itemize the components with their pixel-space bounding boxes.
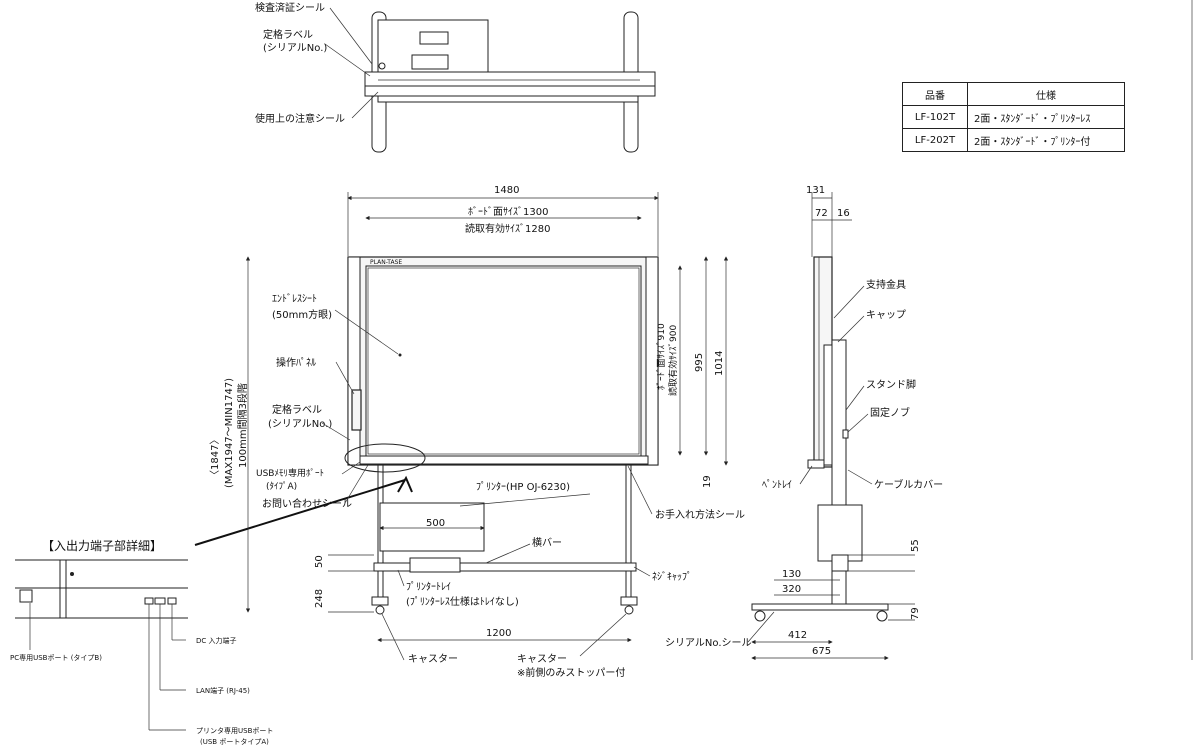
control-panel-label: 操作ﾊﾟﾈﾙ <box>276 356 316 369</box>
dim-995: 995 <box>694 353 705 372</box>
dim-board-h: ﾎﾞｰﾄﾞ面ｻｲｽﾞ910 <box>656 323 667 390</box>
detail-panel <box>15 559 188 619</box>
caster-front-label-2: ※前側のみストッパー付 <box>517 666 625 679</box>
dim-height-2: (MAX1947〜MIN1747) <box>224 378 235 488</box>
printer-tray-label-1: ﾌﾟﾘﾝﾀｰﾄﾚｲ <box>406 581 451 593</box>
dc-input-label: DC 入力端子 <box>196 636 237 645</box>
caster-front-label-1: キャスター <box>517 653 567 665</box>
front-rating-label-2: (シリアルNo.) <box>268 419 332 430</box>
dim-1014: 1014 <box>714 351 725 376</box>
front-rating-label-1: 定格ラベル <box>272 403 322 416</box>
top-inspection-seal-label: 検査済証シール <box>255 1 325 14</box>
dim-read-h: 読取有効ｻｲｽﾞ900 <box>667 325 679 396</box>
screw-cap-label: ﾈｼﾞｷｬｯﾌﾟ <box>652 571 692 583</box>
support-bracket-label: 支持金具 <box>866 278 906 291</box>
serial-seal-label: シリアルNo.シール <box>665 638 752 649</box>
care-seal-label: お手入れ方法シール <box>655 508 745 521</box>
endless-sheet-label: ｴﾝﾄﾞﾚｽｼｰﾄ <box>272 293 317 305</box>
detail-leader <box>194 479 406 546</box>
inquiry-seal-label: お問い合わせシール <box>262 497 352 510</box>
spec-model: LF-102T <box>902 105 968 129</box>
spec-desc: 2面・ｽﾀﾝﾀﾞｰﾄﾞ・ﾌﾟﾘﾝﾀｰ付 <box>967 128 1125 152</box>
cable-cover-label: ケーブルカバー <box>874 478 943 491</box>
dim-248: 248 <box>314 589 325 608</box>
front-view <box>194 256 659 615</box>
dim-72: 72 <box>815 208 828 219</box>
spec-table: 品番 仕様 LF-102T 2面・ｽﾀﾝﾀﾞｰﾄﾞ・ﾌﾟﾘﾝﾀｰﾚｽ LF-20… <box>902 82 1125 152</box>
lan-label: LAN端子 (RJ-45) <box>196 686 250 695</box>
leader-line <box>329 7 373 65</box>
top-view <box>364 11 656 153</box>
dim-320: 320 <box>782 584 801 595</box>
usb-memory-label-1: USBﾒﾓﾘ専用ﾎﾟｰﾄ <box>256 467 324 479</box>
top-caution-seal-label: 使用上の注意シール <box>255 112 345 125</box>
pen-tray-label: ﾍﾟﾝﾄﾚｲ <box>762 479 792 491</box>
dim-50: 50 <box>314 555 325 568</box>
dim-1480: 1480 <box>494 185 519 196</box>
spec-row: LF-102T 2面・ｽﾀﾝﾀﾞｰﾄﾞ・ﾌﾟﾘﾝﾀｰﾚｽ <box>902 105 1125 129</box>
caster-label: キャスター <box>408 653 458 665</box>
stand-leg-label: スタンド脚 <box>866 378 916 391</box>
printer-tray-label-2: (ﾌﾟﾘﾝﾀｰﾚｽ仕様はﾄﾚｲなし) <box>406 595 519 608</box>
dim-130: 130 <box>782 569 801 580</box>
usb-memory-label-2: (ﾀｲﾌﾟA) <box>266 481 297 492</box>
side-view <box>751 256 889 622</box>
cap-label: キャップ <box>866 309 906 321</box>
dim-read-size: 読取有効ｻｲｽﾞ1280 <box>465 222 550 235</box>
cross-bar-label: 横バー <box>532 536 562 549</box>
top-rating-label-2: (シリアルNo.) <box>263 43 327 54</box>
spec-model: LF-202T <box>902 128 968 152</box>
fixing-knob-label: 固定ノブ <box>870 406 910 419</box>
spec-header-model: 品番 <box>902 82 968 106</box>
dim-board-size: ﾎﾞｰﾄﾞ面ｻｲｽﾞ1300 <box>468 206 548 218</box>
dim-19: 19 <box>702 475 713 488</box>
pc-usb-label: PC専用USBポート (タイプB) <box>10 653 102 662</box>
leader-line <box>324 43 371 77</box>
spec-header-spec: 仕様 <box>967 82 1125 106</box>
printer-usb-label-1: プリンタ専用USBポート <box>196 726 273 735</box>
printer-usb-label-2: (USB ポートタイプA) <box>200 737 269 746</box>
printer-label: ﾌﾟﾘﾝﾀｰ(HP OJ-6230) <box>476 481 570 493</box>
dim-height-1: 〈1847〉 <box>209 435 221 480</box>
dim-412: 412 <box>788 630 807 641</box>
spec-header-row: 品番 仕様 <box>902 82 1125 106</box>
dim-79: 79 <box>910 607 921 620</box>
spec-desc: 2面・ｽﾀﾝﾀﾞｰﾄﾞ・ﾌﾟﾘﾝﾀｰﾚｽ <box>967 105 1125 129</box>
dim-55: 55 <box>910 539 921 552</box>
brand-label: PLAN-TASE <box>370 259 402 266</box>
dim-16: 16 <box>837 208 850 219</box>
dim-675: 675 <box>812 646 831 657</box>
dim-131: 131 <box>806 185 825 196</box>
dim-500: 500 <box>426 518 445 529</box>
detail-title: 【入出力端子部詳細】 <box>42 538 162 553</box>
endless-sheet-sub: (50mm方眼) <box>272 308 332 321</box>
dim-1200: 1200 <box>486 628 511 639</box>
dim-height-3: 100mm間隔3段階 <box>236 383 249 468</box>
spec-row: LF-202T 2面・ｽﾀﾝﾀﾞｰﾄﾞ・ﾌﾟﾘﾝﾀｰ付 <box>902 128 1125 152</box>
leader-line <box>351 91 379 119</box>
top-rating-label-1: 定格ラベル <box>263 28 313 41</box>
